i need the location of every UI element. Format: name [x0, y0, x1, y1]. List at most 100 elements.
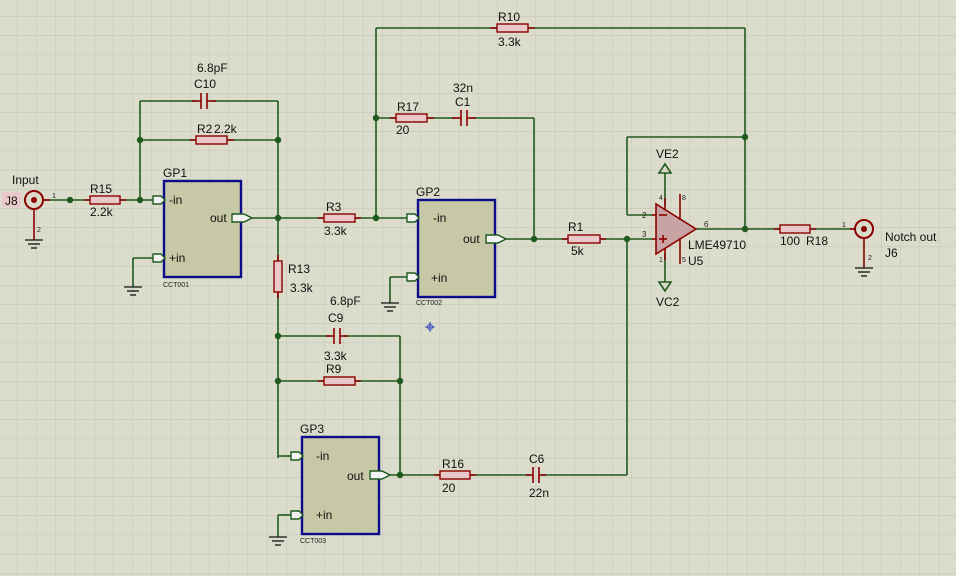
j6-pin-gnd: 2 — [868, 255, 872, 262]
r1-value: 5k — [571, 244, 585, 258]
gp1-part: CCT001 — [163, 282, 189, 289]
opamp-part: LME49710 — [688, 238, 746, 252]
r10-value: 3.3k — [498, 35, 522, 49]
resistor-r18[interactable]: 100 R18 — [774, 224, 828, 248]
gp2-in-neg-pin[interactable] — [406, 213, 420, 223]
resistor-r16[interactable]: R16 20 — [434, 457, 476, 495]
gp3-out-pin[interactable] — [369, 470, 392, 480]
capacitor-c1[interactable]: 32n C1 — [452, 81, 476, 126]
gp1-out-pin[interactable] — [231, 213, 254, 223]
gp3-in-neg-pin[interactable] — [290, 451, 304, 461]
gp1-in-neg-label: -in — [169, 193, 182, 207]
j8-ref: J8 — [5, 194, 18, 208]
ground-icon — [381, 302, 399, 312]
c6-ref: C6 — [529, 452, 545, 466]
r2-ref: R2 — [197, 122, 213, 136]
r9-value: 3.3k — [324, 349, 348, 363]
resistor-r17[interactable]: R17 20 — [390, 100, 434, 137]
ground-icon — [269, 536, 287, 546]
wires — [44, 27, 855, 537]
r18-value: 100 — [780, 234, 800, 248]
r16-ref: R16 — [442, 457, 464, 471]
power-down-icon — [657, 281, 673, 293]
j8-pin-sig: 1 — [52, 193, 56, 200]
gp3-in-pos-label: +in — [316, 508, 332, 522]
c1-value: 32n — [453, 81, 473, 95]
j6-pin-sig: 1 — [842, 222, 846, 229]
r15-value: 2.2k — [90, 205, 114, 219]
r13-value: 3.3k — [290, 281, 314, 295]
r17-ref: R17 — [397, 100, 419, 114]
origin-marker-icon — [425, 322, 435, 332]
block-gp3[interactable]: GP3 CCT003 -in +in out — [290, 422, 392, 545]
j8-pin-gnd: 2 — [37, 227, 41, 234]
c6-value: 22n — [529, 486, 549, 500]
j6-label: Notch out — [885, 230, 937, 244]
junction-dots — [66, 114, 749, 479]
gp1-in-pos-pin[interactable] — [152, 253, 166, 263]
gp2-in-neg-label: -in — [433, 211, 446, 225]
opamp-pin-1: 1 — [659, 257, 663, 264]
power-ve2[interactable]: VE2 — [656, 147, 679, 174]
gp2-in-pos-pin[interactable] — [406, 272, 420, 282]
capacitor-c10[interactable]: 6.8pF C10 — [192, 61, 228, 109]
r2-value: 2.2k — [214, 122, 238, 136]
block-gp2[interactable]: GP2 CCT002 -in +in out — [406, 185, 508, 307]
r16-value: 20 — [442, 481, 456, 495]
j6-ref: J6 — [885, 246, 898, 260]
resistor-r13[interactable]: R13 3.3k — [273, 255, 314, 298]
gp1-in-neg-pin[interactable] — [152, 195, 166, 205]
block-gp1[interactable]: GP1 CCT001 -in +in out — [152, 166, 254, 289]
connector-j6[interactable]: Notch out J6 1 2 — [842, 219, 937, 268]
r3-ref: R3 — [326, 200, 342, 214]
r17-value: 20 — [396, 123, 410, 137]
opamp-pin-8: 8 — [682, 195, 686, 202]
gp3-ref: GP3 — [300, 422, 324, 436]
power-up-icon — [657, 162, 673, 174]
resistor-r1[interactable]: R1 5k — [562, 220, 606, 258]
vc2-label: VC2 — [656, 295, 680, 309]
capacitor-c6[interactable]: C6 22n — [526, 452, 549, 500]
resistor-r9[interactable]: 3.3k R9 — [318, 349, 361, 386]
gp2-part: CCT002 — [416, 300, 442, 307]
gp3-out-label: out — [347, 469, 364, 483]
connector-j8[interactable]: Input J8 1 2 — [2, 173, 56, 240]
r10-ref: R10 — [498, 10, 520, 24]
opamp-pin-out: 6 — [704, 220, 709, 229]
opamp-pin-noninv: 3 — [642, 230, 647, 239]
gp2-out-pin[interactable] — [485, 234, 508, 244]
ground-icon — [25, 239, 43, 249]
gp1-out-label: out — [210, 211, 227, 225]
opamp-u5[interactable]: 2 3 6 4 8 1 5 LME49710 U5 — [642, 194, 746, 268]
r13-ref: R13 — [288, 262, 310, 276]
gp2-in-pos-label: +in — [431, 271, 447, 285]
c10-value: 6.8pF — [197, 61, 228, 75]
j8-label: Input — [12, 173, 39, 187]
gp3-in-neg-label: -in — [316, 449, 329, 463]
gp1-ref: GP1 — [163, 166, 187, 180]
gp3-in-pos-pin[interactable] — [290, 510, 304, 520]
capacitor-c9[interactable]: 6.8pF C9 — [326, 294, 361, 344]
resistor-r10[interactable]: R10 3.3k — [490, 10, 535, 49]
opamp-ref: U5 — [688, 254, 704, 268]
resistor-r3[interactable]: R3 3.3k — [318, 200, 361, 238]
c9-value: 6.8pF — [330, 294, 361, 308]
c10-ref: C10 — [194, 77, 216, 91]
power-vc2[interactable]: VC2 — [656, 281, 680, 309]
r3-value: 3.3k — [324, 224, 348, 238]
r1-ref: R1 — [568, 220, 584, 234]
j8-highlight — [2, 192, 21, 207]
gp3-part: CCT003 — [300, 538, 326, 545]
r15-ref: R15 — [90, 182, 112, 196]
c9-ref: C9 — [328, 311, 344, 325]
resistor-r2[interactable]: R2 2.2k — [190, 122, 238, 145]
ground-icon — [855, 267, 873, 277]
gp2-ref: GP2 — [416, 185, 440, 199]
opamp-pin-vneg: 5 — [682, 257, 686, 264]
opamp-pin-vpos: 4 — [659, 195, 663, 202]
resistor-r15[interactable]: R15 2.2k — [84, 182, 126, 219]
gp2-out-label: out — [463, 232, 480, 246]
opamp-pin-inv: 2 — [642, 211, 647, 220]
r9-ref: R9 — [326, 362, 342, 376]
